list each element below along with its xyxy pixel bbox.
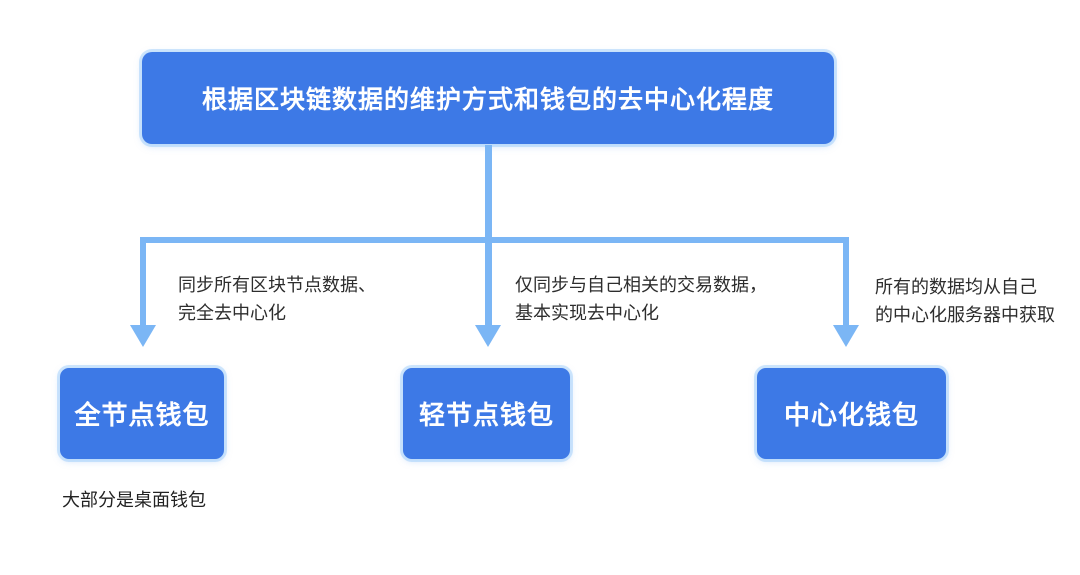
connector-vertical-left bbox=[140, 237, 146, 327]
branch-note-centralized: 所有的数据均从自己 的中心化服务器中获取 bbox=[875, 273, 1055, 329]
branch-note-line: 同步所有区块节点数据、 bbox=[178, 275, 376, 295]
connector-vertical-right bbox=[843, 237, 849, 327]
node-label: 中心化钱包 bbox=[783, 400, 919, 430]
arrow-down-icon bbox=[475, 325, 501, 347]
arrow-down-icon bbox=[833, 325, 859, 347]
footnote-desktop-wallet: 大部分是桌面钱包 bbox=[62, 490, 206, 510]
node-label: 轻节点钱包 bbox=[418, 400, 554, 430]
connector-vertical-center bbox=[485, 145, 492, 327]
branch-note-line: 仅同步与自己相关的交易数据， bbox=[515, 275, 767, 295]
root-node-criteria: 根据区块链数据的维护方式和钱包的去中心化程度 bbox=[142, 52, 834, 144]
arrow-down-icon bbox=[130, 325, 156, 347]
connector-horizontal bbox=[140, 237, 849, 243]
node-label: 全节点钱包 bbox=[74, 400, 210, 430]
branch-note-line: 所有的数据均从自己 bbox=[875, 277, 1037, 297]
branch-note-full-node: 同步所有区块节点数据、 完全去中心化 bbox=[178, 271, 376, 327]
branch-note-line: 基本实现去中心化 bbox=[515, 303, 659, 323]
node-light-node-wallet: 轻节点钱包 bbox=[403, 368, 570, 459]
node-centralized-wallet: 中心化钱包 bbox=[757, 368, 946, 459]
node-full-node-wallet: 全节点钱包 bbox=[60, 368, 224, 459]
branch-note-line: 的中心化服务器中获取 bbox=[875, 305, 1055, 325]
branch-note-line: 完全去中心化 bbox=[178, 303, 286, 323]
root-node-label: 根据区块链数据的维护方式和钱包的去中心化程度 bbox=[201, 86, 774, 114]
branch-note-light-node: 仅同步与自己相关的交易数据， 基本实现去中心化 bbox=[515, 271, 767, 327]
